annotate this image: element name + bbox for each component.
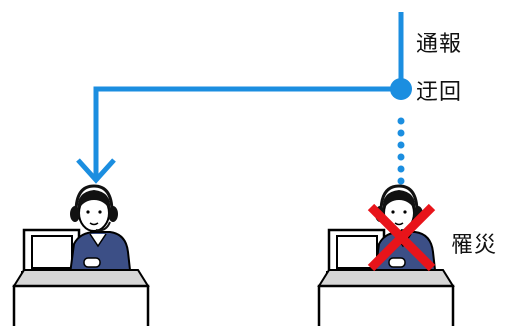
detour-arrowhead (76, 158, 116, 184)
disconnected-route-dots (397, 117, 405, 185)
detour-route-line (93, 86, 401, 178)
branch-node (390, 78, 412, 100)
notify-label: 通報 (416, 32, 463, 57)
x-mark-icon (367, 203, 436, 272)
disaster-label: 罹災 (451, 233, 498, 258)
detour-label: 迂回 (416, 80, 463, 105)
left-operator-station-icon (12, 184, 150, 326)
